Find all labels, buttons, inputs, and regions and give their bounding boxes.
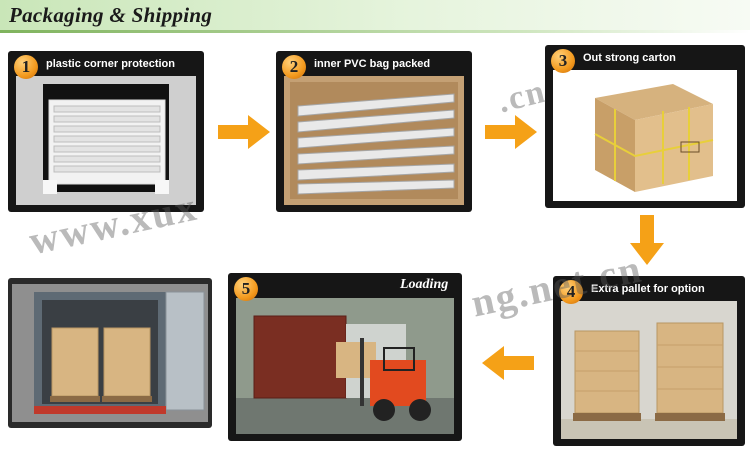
step-caption: Extra pallet for option bbox=[591, 283, 705, 295]
step-number-badge: 3 bbox=[551, 49, 575, 73]
loaded-container-photo bbox=[12, 284, 208, 422]
vent-corner-protection-photo bbox=[16, 76, 196, 205]
arrow-left-icon bbox=[482, 346, 534, 380]
header-bar bbox=[0, 0, 750, 30]
step-panel-6 bbox=[8, 278, 212, 428]
strong-carton-photo bbox=[553, 70, 737, 201]
step-caption: Out strong carton bbox=[583, 52, 676, 64]
pallet-option-photo bbox=[561, 301, 737, 439]
step-number-badge: 5 bbox=[234, 277, 258, 301]
arrow-down-icon bbox=[630, 215, 664, 265]
step-panel-2: 2 inner PVC bag packed bbox=[276, 51, 472, 212]
step-panel-5: 5 Loading bbox=[228, 273, 462, 441]
watermark-text: .cn bbox=[494, 72, 551, 121]
header-underline bbox=[0, 30, 750, 33]
step-panel-3: 3 Out strong carton bbox=[545, 45, 745, 208]
arrow-right-icon bbox=[218, 115, 270, 149]
step-number-badge: 2 bbox=[282, 55, 306, 79]
step-panel-4: 4 Extra pallet for option bbox=[553, 276, 745, 446]
arrow-right-icon bbox=[485, 115, 537, 149]
step-number-badge: 1 bbox=[14, 55, 38, 79]
step-caption: plastic corner protection bbox=[46, 58, 175, 70]
loading-caption: Loading bbox=[400, 277, 449, 292]
pvc-bag-packed-photo bbox=[284, 76, 464, 205]
step-panel-1: 1 plastic corner protection bbox=[8, 51, 204, 212]
step-number-badge: 4 bbox=[559, 280, 583, 304]
page-title: Packaging & Shipping bbox=[9, 3, 213, 27]
step-caption: inner PVC bag packed bbox=[314, 58, 431, 70]
forklift-loading-photo bbox=[236, 298, 454, 434]
